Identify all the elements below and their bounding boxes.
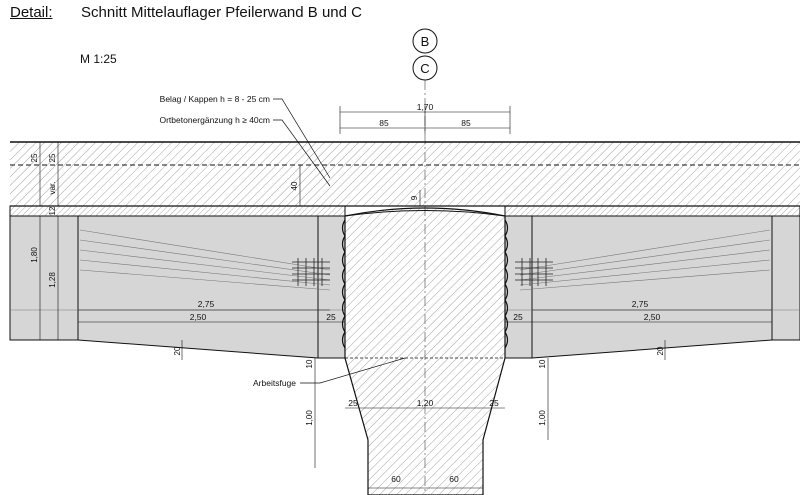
detail-label: Detail: (10, 4, 53, 21)
dim-girder-180: 1,80 (30, 247, 39, 263)
dim-left-250: 2,50 (190, 312, 207, 322)
dim-right-10: 10 (538, 359, 547, 368)
dim-left-100: 1,00 (305, 410, 314, 426)
right-girder (504, 205, 800, 359)
axis-marker-b: B (412, 28, 438, 54)
left-girder (9, 205, 346, 359)
callout-belag: Belag / Kappen h = 8 - 25 cm (160, 94, 270, 104)
dim-top-right: 85 (461, 118, 471, 128)
dim-top-left: 85 (379, 118, 389, 128)
dim-girder-12: 12 (48, 206, 57, 215)
dim-right-25: 25 (513, 312, 523, 322)
dim-pier-60-right: 60 (449, 474, 459, 484)
dim-pier-120: 1,20 (417, 398, 434, 408)
drawing-title: Schnitt Mittelauflager Pfeilerwand B und… (81, 4, 362, 21)
dim-belag-25b: 25 (48, 153, 57, 162)
pier-wall (341, 207, 509, 495)
dim-left-25: 25 (326, 312, 336, 322)
callout-arbeitsfuge: Arbeitsfuge (253, 378, 296, 388)
coupler-left (292, 258, 330, 286)
dim-ortbeton-40: 40 (290, 181, 299, 190)
scale-label: M 1:25 (80, 52, 117, 66)
callout-leaders (273, 98, 406, 384)
dim-var: var. (48, 182, 57, 195)
dim-pier-60-left: 60 (391, 474, 401, 484)
dim-left-10: 10 (305, 359, 314, 368)
dim-right-275: 2,75 (632, 299, 649, 309)
axis-label-c: C (420, 61, 429, 76)
dimension-lines (39, 106, 772, 489)
dim-gap-9: 9 (410, 195, 419, 200)
callout-ortbeton: Ortbetonergänzung h ≥ 40cm (159, 115, 270, 125)
dim-left-20: 20 (173, 346, 182, 355)
dim-pier-25-right: 25 (489, 398, 499, 408)
dim-right-20: 20 (656, 346, 665, 355)
deck-slab (10, 141, 800, 207)
dim-top-total: 1,70 (417, 102, 434, 112)
dim-left-275: 2,75 (198, 299, 215, 309)
dim-belag-25a: 25 (30, 153, 39, 162)
dim-right-100: 1,00 (538, 410, 547, 426)
coupler-right (515, 258, 553, 286)
axis-marker-c: C (412, 55, 438, 81)
axis-label-b: B (421, 34, 430, 49)
dim-right-250: 2,50 (644, 312, 661, 322)
dim-girder-128: 1,28 (48, 272, 57, 288)
dim-pier-25-left: 25 (348, 398, 358, 408)
